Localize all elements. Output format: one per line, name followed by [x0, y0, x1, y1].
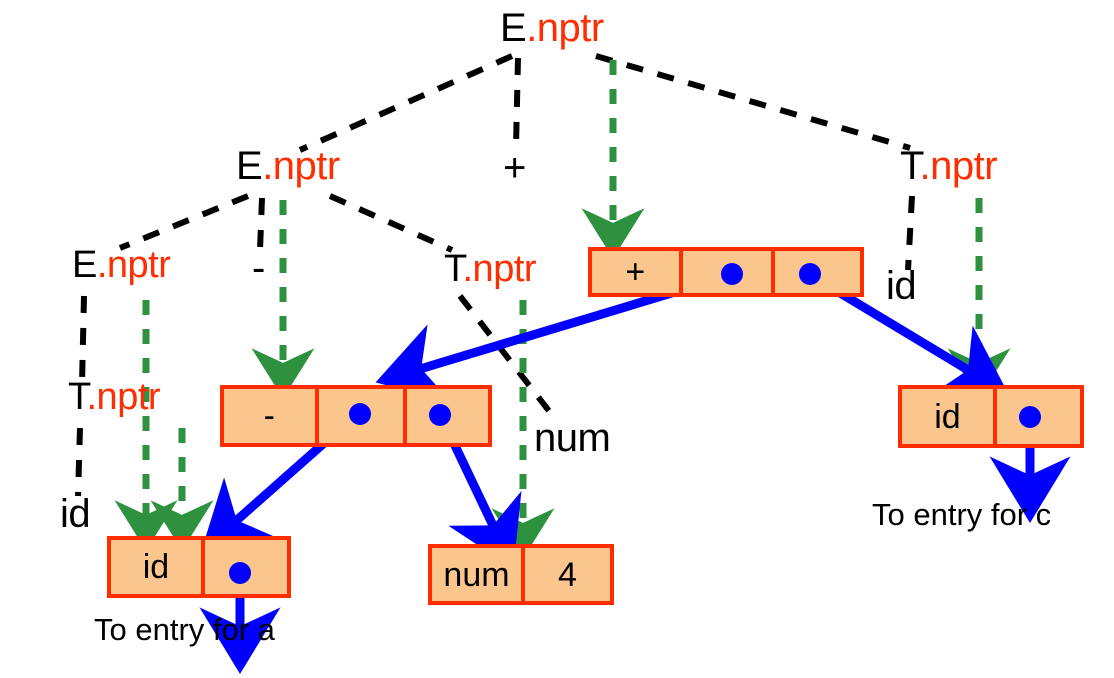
- tree-node-id-right-terminal: id: [886, 264, 917, 308]
- record-cell-symbol-pointer: [200, 540, 287, 594]
- node-symbol: T: [444, 248, 463, 290]
- node-symbol: id: [60, 492, 91, 536]
- node-symbol: E: [236, 144, 263, 188]
- record-cell-value: 4: [520, 548, 610, 601]
- tree-node-minus-terminal: -: [252, 248, 265, 288]
- record-node-minus: -: [220, 385, 492, 447]
- node-symbol: E: [72, 244, 97, 286]
- caption-to-entry-for-c: To entry for c: [872, 497, 1052, 532]
- record-node-id-left: id: [107, 536, 291, 598]
- record-cell-token: id: [142, 548, 170, 586]
- node-attribute: .nptr: [462, 248, 537, 290]
- node-attribute: .nptr: [262, 144, 340, 188]
- node-attribute: .nptr: [86, 376, 161, 418]
- record-cell-right-pointer: [403, 389, 488, 443]
- tree-node-e2: E.nptr: [236, 146, 340, 186]
- node-symbol: E: [500, 6, 527, 50]
- record-node-num: num 4: [428, 544, 614, 605]
- record-node-id-right: id: [898, 385, 1084, 448]
- tree-node-t-right: T.nptr: [900, 144, 998, 188]
- record-cell-left-pointer: [314, 389, 404, 443]
- record-cell-token: num: [443, 555, 510, 594]
- tree-node-num-terminal: num: [534, 416, 611, 460]
- tree-node-plus-terminal: +: [503, 148, 526, 188]
- node-attribute: .nptr: [919, 144, 998, 188]
- tree-node-root-e: E.nptr: [500, 8, 604, 48]
- node-symbol: T: [900, 144, 920, 188]
- tree-node-e3: E.nptr: [72, 244, 171, 286]
- record-cell-token: id: [934, 397, 961, 436]
- record-cell-symbol-pointer: [992, 389, 1080, 444]
- node-symbol: T: [68, 376, 87, 418]
- record-node-plus: +: [588, 247, 864, 297]
- node-attribute: .nptr: [526, 6, 604, 50]
- node-attribute: .nptr: [96, 244, 171, 286]
- node-symbol: id: [886, 264, 917, 308]
- node-symbol: -: [252, 246, 265, 290]
- record-cell-left-pointer: [678, 251, 772, 293]
- node-symbol: num: [534, 416, 611, 460]
- tree-node-t-left: T.nptr: [68, 376, 161, 418]
- record-cell-right-pointer: [771, 251, 860, 293]
- record-cell-op: -: [263, 397, 275, 435]
- caption-to-entry-for-a: To entry for a: [94, 612, 275, 647]
- tree-node-id-left-terminal: id: [60, 492, 91, 536]
- node-symbol: +: [503, 146, 526, 190]
- pointer-arrows: [199, 271, 1071, 674]
- record-cell-op: +: [625, 253, 646, 291]
- tree-node-t-mid: T.nptr: [444, 248, 537, 290]
